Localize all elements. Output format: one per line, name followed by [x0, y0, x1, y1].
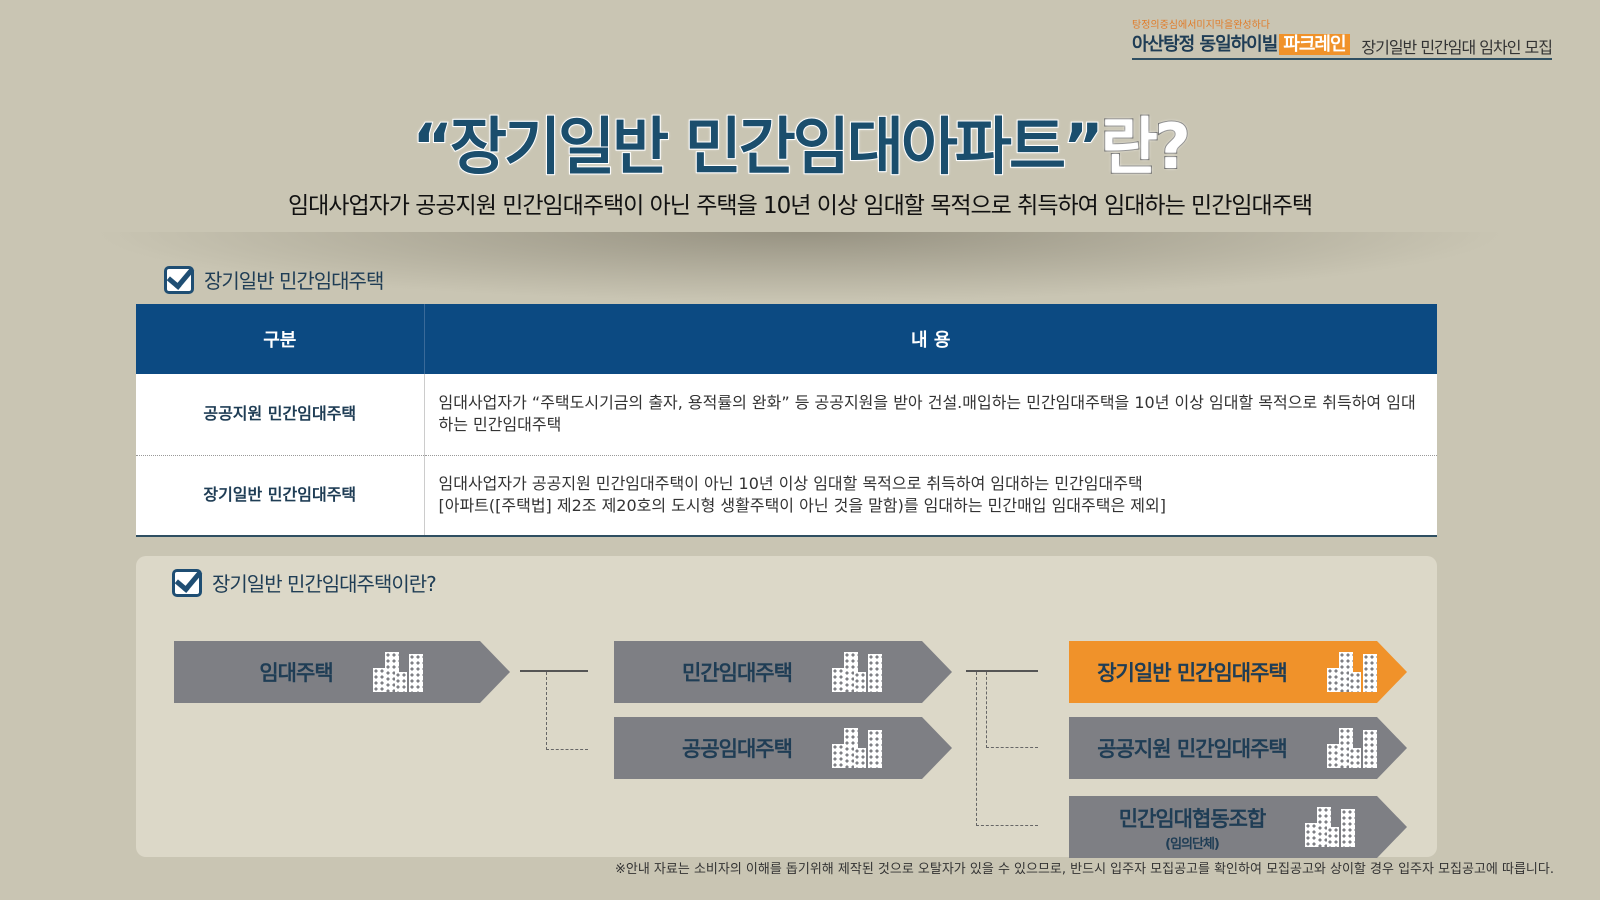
node-public: 공공임대주택	[614, 717, 952, 779]
building-icon	[1327, 652, 1379, 692]
row-key: 장기일반 민간임대주택	[136, 455, 425, 537]
checkbox-icon	[164, 265, 194, 294]
section1-heading: 장기일반 민간임대주택	[164, 265, 384, 294]
row-line: [아파트([주택법] 제2조 제20호의 도시형 생활주택이 아닌 것을 말함)…	[438, 496, 1166, 516]
page-subtitle: 임대사업자가 공공지원 민간임대주택이 아닌 주택을 10년 이상 임대할 목적…	[287, 193, 1313, 219]
building-icon	[1327, 728, 1379, 768]
building-icon	[832, 728, 884, 768]
arrow-connector	[966, 670, 1038, 672]
node-label-text: 임대주택	[259, 661, 333, 685]
table-header: 구분	[136, 304, 425, 374]
checkbox-icon	[172, 568, 202, 597]
node-coop: 민간임대협동조합 (임의단체)	[1069, 796, 1407, 858]
title-main: “장기일반 민간임대아파트”	[411, 109, 1105, 184]
section2-heading: 장기일반 민간임대주택이란?	[172, 568, 437, 597]
node-label-text: 장기일반 민간임대주택	[1097, 661, 1287, 685]
node-label: 민간임대주택	[682, 657, 792, 687]
node-label-text: 민간임대주택	[682, 661, 792, 685]
row-line: 임대사업자가 “주택도시기금의 출자, 용적률의 완화” 등 공공지원을 받아 …	[438, 393, 1416, 435]
node-rental: 임대주택	[174, 641, 510, 703]
table-row: 공공지원 민간임대주택 임대사업자가 “주택도시기금의 출자, 용적률의 완화” …	[136, 374, 1437, 456]
arrow-connector	[520, 670, 588, 672]
node-supported: 공공지원 민간임대주택	[1069, 717, 1407, 779]
node-label: 장기일반 민간임대주택	[1097, 657, 1287, 687]
node-longterm: 장기일반 민간임대주택	[1069, 641, 1407, 703]
table-row: 장기일반 민간임대주택 임대사업자가 공공지원 민간임대주택이 아닌 10년 이상…	[136, 455, 1437, 537]
dashed-connector	[976, 672, 1038, 826]
dashed-connector	[986, 672, 1038, 748]
section1-heading-text: 장기일반 민간임대주택	[204, 269, 384, 293]
node-label-text: 민간임대협동조합	[1118, 806, 1266, 831]
node-label: 공공임대주택	[682, 733, 792, 763]
brand-name-text: 아산탕정 동일하이빌	[1132, 34, 1278, 55]
brand-name-highlight: 파크레인	[1279, 34, 1350, 55]
building-icon	[832, 652, 884, 692]
node-label-text: 공공지원 민간임대주택	[1097, 737, 1287, 761]
brand-tagline: 장기일반 민간임대 임차인 모집	[1361, 38, 1553, 57]
row-value: 임대사업자가 공공지원 민간임대주택이 아닌 10년 이상 임대할 목적으로 취…	[424, 455, 1437, 537]
node-label-text: 공공임대주택	[682, 737, 792, 761]
building-icon	[1305, 807, 1357, 847]
divider-shadow	[90, 232, 1510, 302]
title-suffix: 란?	[1100, 109, 1192, 184]
table-header: 내 용	[424, 304, 1437, 374]
node-label: 임대주택	[259, 657, 332, 687]
page-title: “장기일반 민간임대아파트”란?	[0, 96, 1600, 186]
building-icon	[373, 652, 425, 692]
node-label: 공공지원 민간임대주택	[1097, 733, 1287, 763]
brand-slogan: 탕정의중심에서미지막을완성하다	[1132, 20, 1270, 31]
disclaimer: ※안내 자료는 소비자의 이해를 돕기위해 제작된 것으로 오탈자가 있을 수 …	[614, 862, 1554, 877]
dashed-connector	[546, 672, 588, 750]
node-note: (임의단체)	[1165, 836, 1219, 852]
row-value: 임대사업자가 “주택도시기금의 출자, 용적률의 완화” 등 공공지원을 받아 …	[424, 374, 1437, 456]
row-line: 임대사업자가 공공지원 민간임대주택이 아닌 10년 이상 임대할 목적으로 취…	[438, 474, 1143, 494]
node-label: 민간임대협동조합 (임의단체)	[1119, 803, 1266, 852]
section2-heading-text: 장기일반 민간임대주택이란?	[212, 572, 437, 596]
node-private: 민간임대주택	[614, 641, 952, 703]
row-key: 공공지원 민간임대주택	[136, 374, 425, 456]
